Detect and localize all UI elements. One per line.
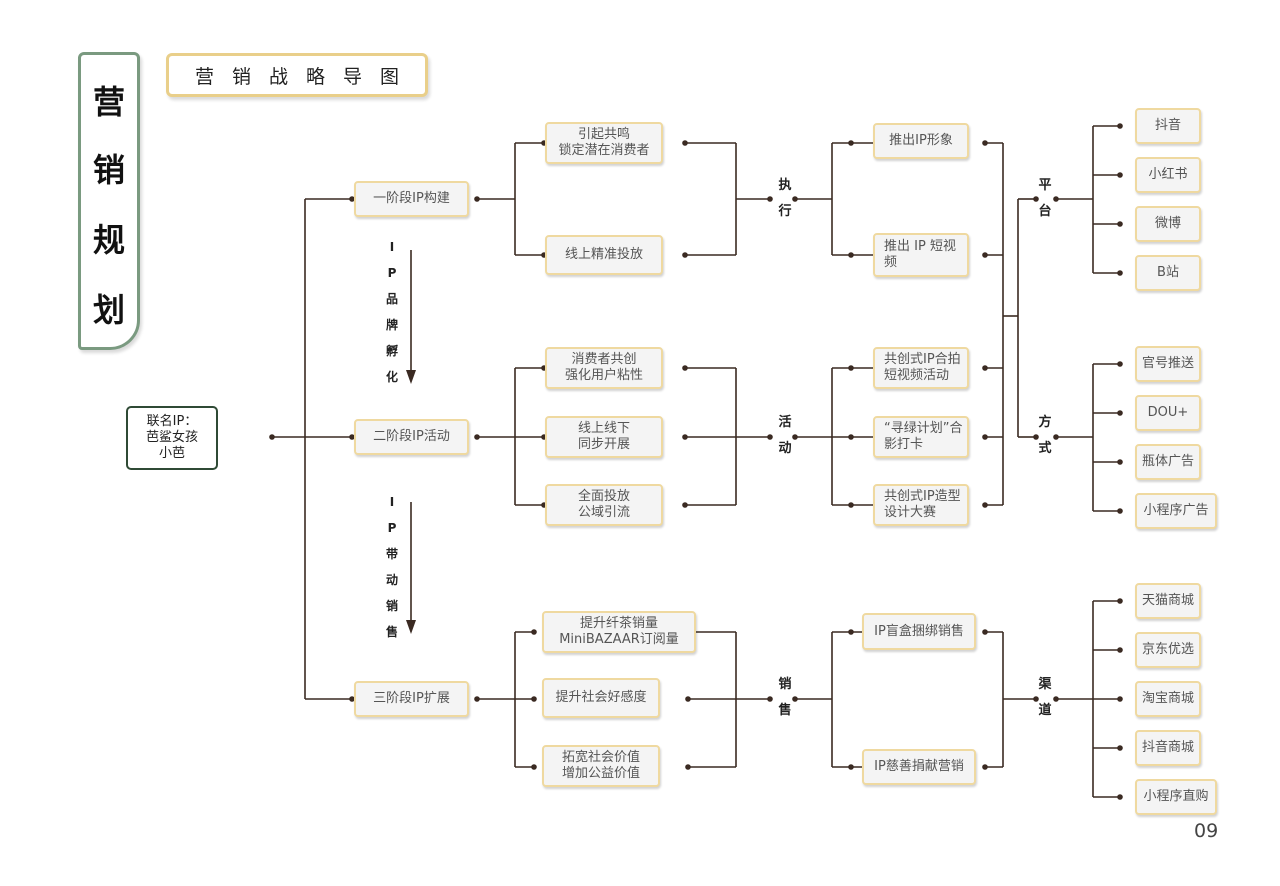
connector-dot — [1117, 745, 1123, 751]
connector-dot — [767, 434, 773, 440]
connector-dot — [848, 629, 854, 635]
banner-char: 营 — [92, 83, 125, 121]
connector-dot — [848, 252, 854, 258]
channel-node: 天猫商城 — [1135, 583, 1201, 619]
connector-dot — [1117, 598, 1123, 604]
root-node: 联名IP： 芭鲨女孩 小芭 — [126, 406, 218, 470]
connector-dot — [1117, 123, 1123, 129]
connector-dot — [848, 434, 854, 440]
action-node: IP盲盒捆绑销售 — [862, 613, 976, 650]
banner-char: 划 — [92, 291, 125, 329]
platform-node: 抖音 — [1135, 108, 1201, 144]
connector-dot — [848, 140, 854, 146]
platform-node: B站 — [1135, 255, 1201, 291]
method-node: 瓶体广告 — [1135, 444, 1201, 480]
junction-label: 执行 — [778, 178, 792, 219]
connector-dot — [269, 434, 275, 440]
channel-node: 小程序直购 — [1135, 779, 1217, 815]
connector-dot — [767, 696, 773, 702]
arrow-head — [406, 620, 416, 634]
connector-dot — [848, 365, 854, 371]
connector-dot — [349, 434, 355, 440]
channel-node: 抖音商城 — [1135, 730, 1201, 766]
connector-dot — [349, 696, 355, 702]
connector-dot — [531, 696, 537, 702]
method-node: 小程序广告 — [1135, 493, 1217, 529]
junction-label: 活动 — [778, 415, 792, 456]
method-node: 官号推送 — [1135, 346, 1201, 382]
banner-char: 销 — [92, 151, 125, 189]
banner-char: 规 — [92, 221, 125, 259]
connector-dot — [1033, 696, 1039, 702]
page-title: 营销战略导图 — [166, 53, 428, 97]
stage-node-1: 一阶段IP构建 — [354, 181, 469, 217]
connector-dot — [848, 764, 854, 770]
page-number: 09 — [1194, 820, 1219, 842]
action-node: 推出 IP 短视 频 — [873, 233, 969, 277]
connector-dot — [1117, 410, 1123, 416]
stage-node-2: 二阶段IP活动 — [354, 419, 469, 455]
connector-dot — [1117, 508, 1123, 514]
vertical-banner: 营 销 规 划 — [78, 52, 140, 350]
platform-node: 微博 — [1135, 206, 1201, 242]
tactic-node: 提升纤茶销量 MiniBAZAAR订阅量 — [542, 611, 696, 653]
connector-dot — [1033, 196, 1039, 202]
junction-label: 平台 — [1038, 178, 1052, 219]
action-node: “寻绿计划”合 影打卡 — [873, 416, 969, 458]
tactic-node: 拓宽社会价值 增加公益价值 — [542, 745, 660, 787]
connector-dot — [531, 764, 537, 770]
connector-dot — [1117, 172, 1123, 178]
junction-label: 渠道 — [1038, 677, 1052, 718]
connector-dot — [1117, 459, 1123, 465]
action-node: 共创式IP合拍 短视频活动 — [873, 347, 969, 389]
action-node: 推出IP形象 — [873, 123, 969, 159]
method-node: DOU+ — [1135, 395, 1201, 431]
tactic-node: 消费者共创 强化用户粘性 — [545, 347, 663, 389]
arrow-head — [406, 370, 416, 384]
stage-node-3: 三阶段IP扩展 — [354, 681, 469, 717]
tactic-node: 线上精准投放 — [545, 235, 663, 275]
action-node: IP慈善捐献营销 — [862, 749, 976, 785]
connector-dot — [1117, 221, 1123, 227]
connector-dot — [767, 196, 773, 202]
connector-dot — [1117, 794, 1123, 800]
channel-node: 京东优选 — [1135, 632, 1201, 668]
connector-dot — [1117, 270, 1123, 276]
tactic-node: 全面投放 公域引流 — [545, 484, 663, 526]
action-node: 共创式IP造型 设计大赛 — [873, 484, 969, 526]
connector-dot — [848, 502, 854, 508]
junction-label: 销售 — [778, 677, 792, 718]
tactic-node: 线上线下 同步开展 — [545, 416, 663, 458]
connector-dot — [1117, 647, 1123, 653]
tactic-node: 提升社会好感度 — [542, 678, 660, 718]
connector-dot — [1033, 434, 1039, 440]
platform-node: 小红书 — [1135, 157, 1201, 193]
channel-node: 淘宝商城 — [1135, 681, 1201, 717]
junction-label: 方式 — [1038, 415, 1052, 456]
connector-dot — [531, 629, 537, 635]
tactic-node: 引起共鸣 锁定潜在消费者 — [545, 122, 663, 164]
connector-dot — [349, 196, 355, 202]
connector-dot — [1117, 696, 1123, 702]
connector-dot — [1117, 361, 1123, 367]
